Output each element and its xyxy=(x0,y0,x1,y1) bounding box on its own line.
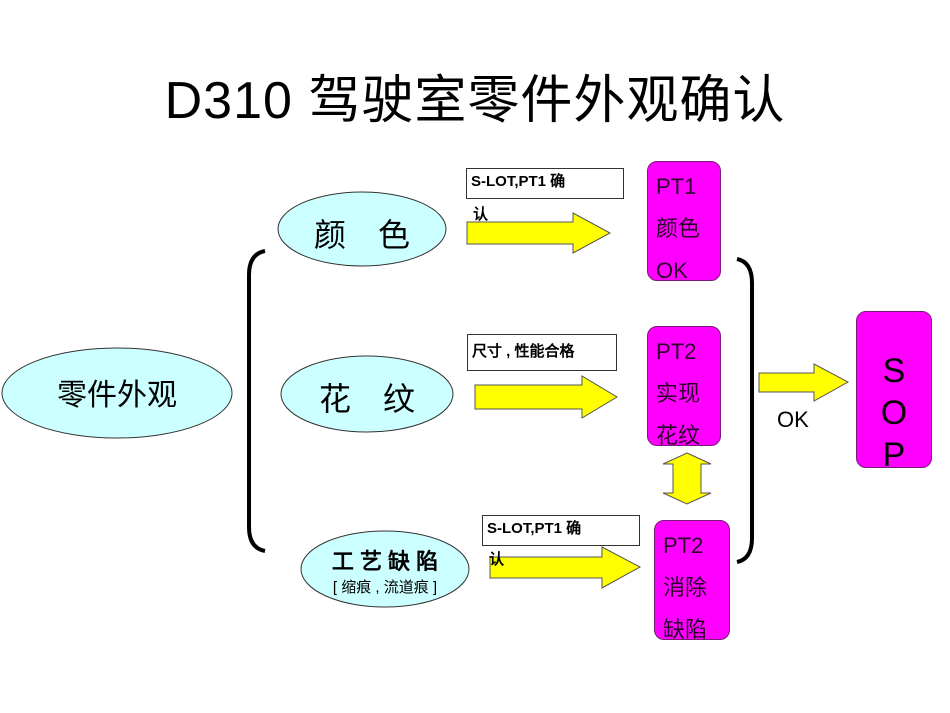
branch-ellipse-pattern xyxy=(280,355,454,433)
arrow-to-sop xyxy=(758,363,850,402)
sop-box: S O P xyxy=(856,311,932,474)
root-label: 零件外观 xyxy=(57,379,177,412)
left-bracket xyxy=(247,249,266,553)
note-pattern: 尺寸 , 性能合格 xyxy=(467,334,617,371)
branch-label-pattern: 花 纹 xyxy=(318,381,415,417)
result-pt2a-line3: 花纹 xyxy=(656,423,701,448)
result-pt2b-line3: 缺陷 xyxy=(663,617,708,642)
result-pt2b-line1: PT2 xyxy=(663,533,704,558)
sop-letter-p: P xyxy=(882,436,906,474)
branch-label-color: 颜 色 xyxy=(313,217,410,253)
result-box-pt2-defect: PT2 消除 缺陷 xyxy=(654,520,730,642)
branch-sublabel-defect: [ 缩痕 , 流道痕 ] xyxy=(332,579,438,596)
branch-label-defect: 工 艺 缺 陷 xyxy=(331,549,439,574)
branch-ellipse-color xyxy=(277,191,447,267)
result-pt2a-line1: PT2 xyxy=(656,339,697,364)
result-pt2b-line2: 消除 xyxy=(663,575,708,600)
note-color-wrap: 认 xyxy=(473,206,489,223)
right-bracket xyxy=(736,257,754,564)
sop-letter-o: O xyxy=(880,394,908,432)
arrow-pattern xyxy=(474,375,618,419)
root-ellipse xyxy=(1,347,233,439)
note-defect-wrap: 认 xyxy=(489,551,505,568)
branch-ellipse-defect xyxy=(300,530,470,608)
page-title: D310 驾驶室零件外观确认 xyxy=(164,72,786,130)
result-pt1-line3: OK xyxy=(656,258,688,283)
result-box-pt1: PT1 颜色 OK xyxy=(647,161,721,283)
ok-label: OK xyxy=(777,407,809,432)
note-defect: S-LOT,PT1 确 xyxy=(482,515,640,546)
sop-letter-s: S xyxy=(882,352,906,390)
result-pt1-line2: 颜色 xyxy=(656,216,701,241)
double-arrow xyxy=(662,452,712,505)
note-color: S-LOT,PT1 确 xyxy=(466,168,624,199)
result-pt1-line1: PT1 xyxy=(656,174,697,199)
arrow-defect xyxy=(489,546,642,589)
result-pt2a-line2: 实现 xyxy=(656,381,701,406)
arrow-color xyxy=(466,212,612,254)
result-box-pt2-pattern: PT2 实现 花纹 xyxy=(647,326,721,448)
